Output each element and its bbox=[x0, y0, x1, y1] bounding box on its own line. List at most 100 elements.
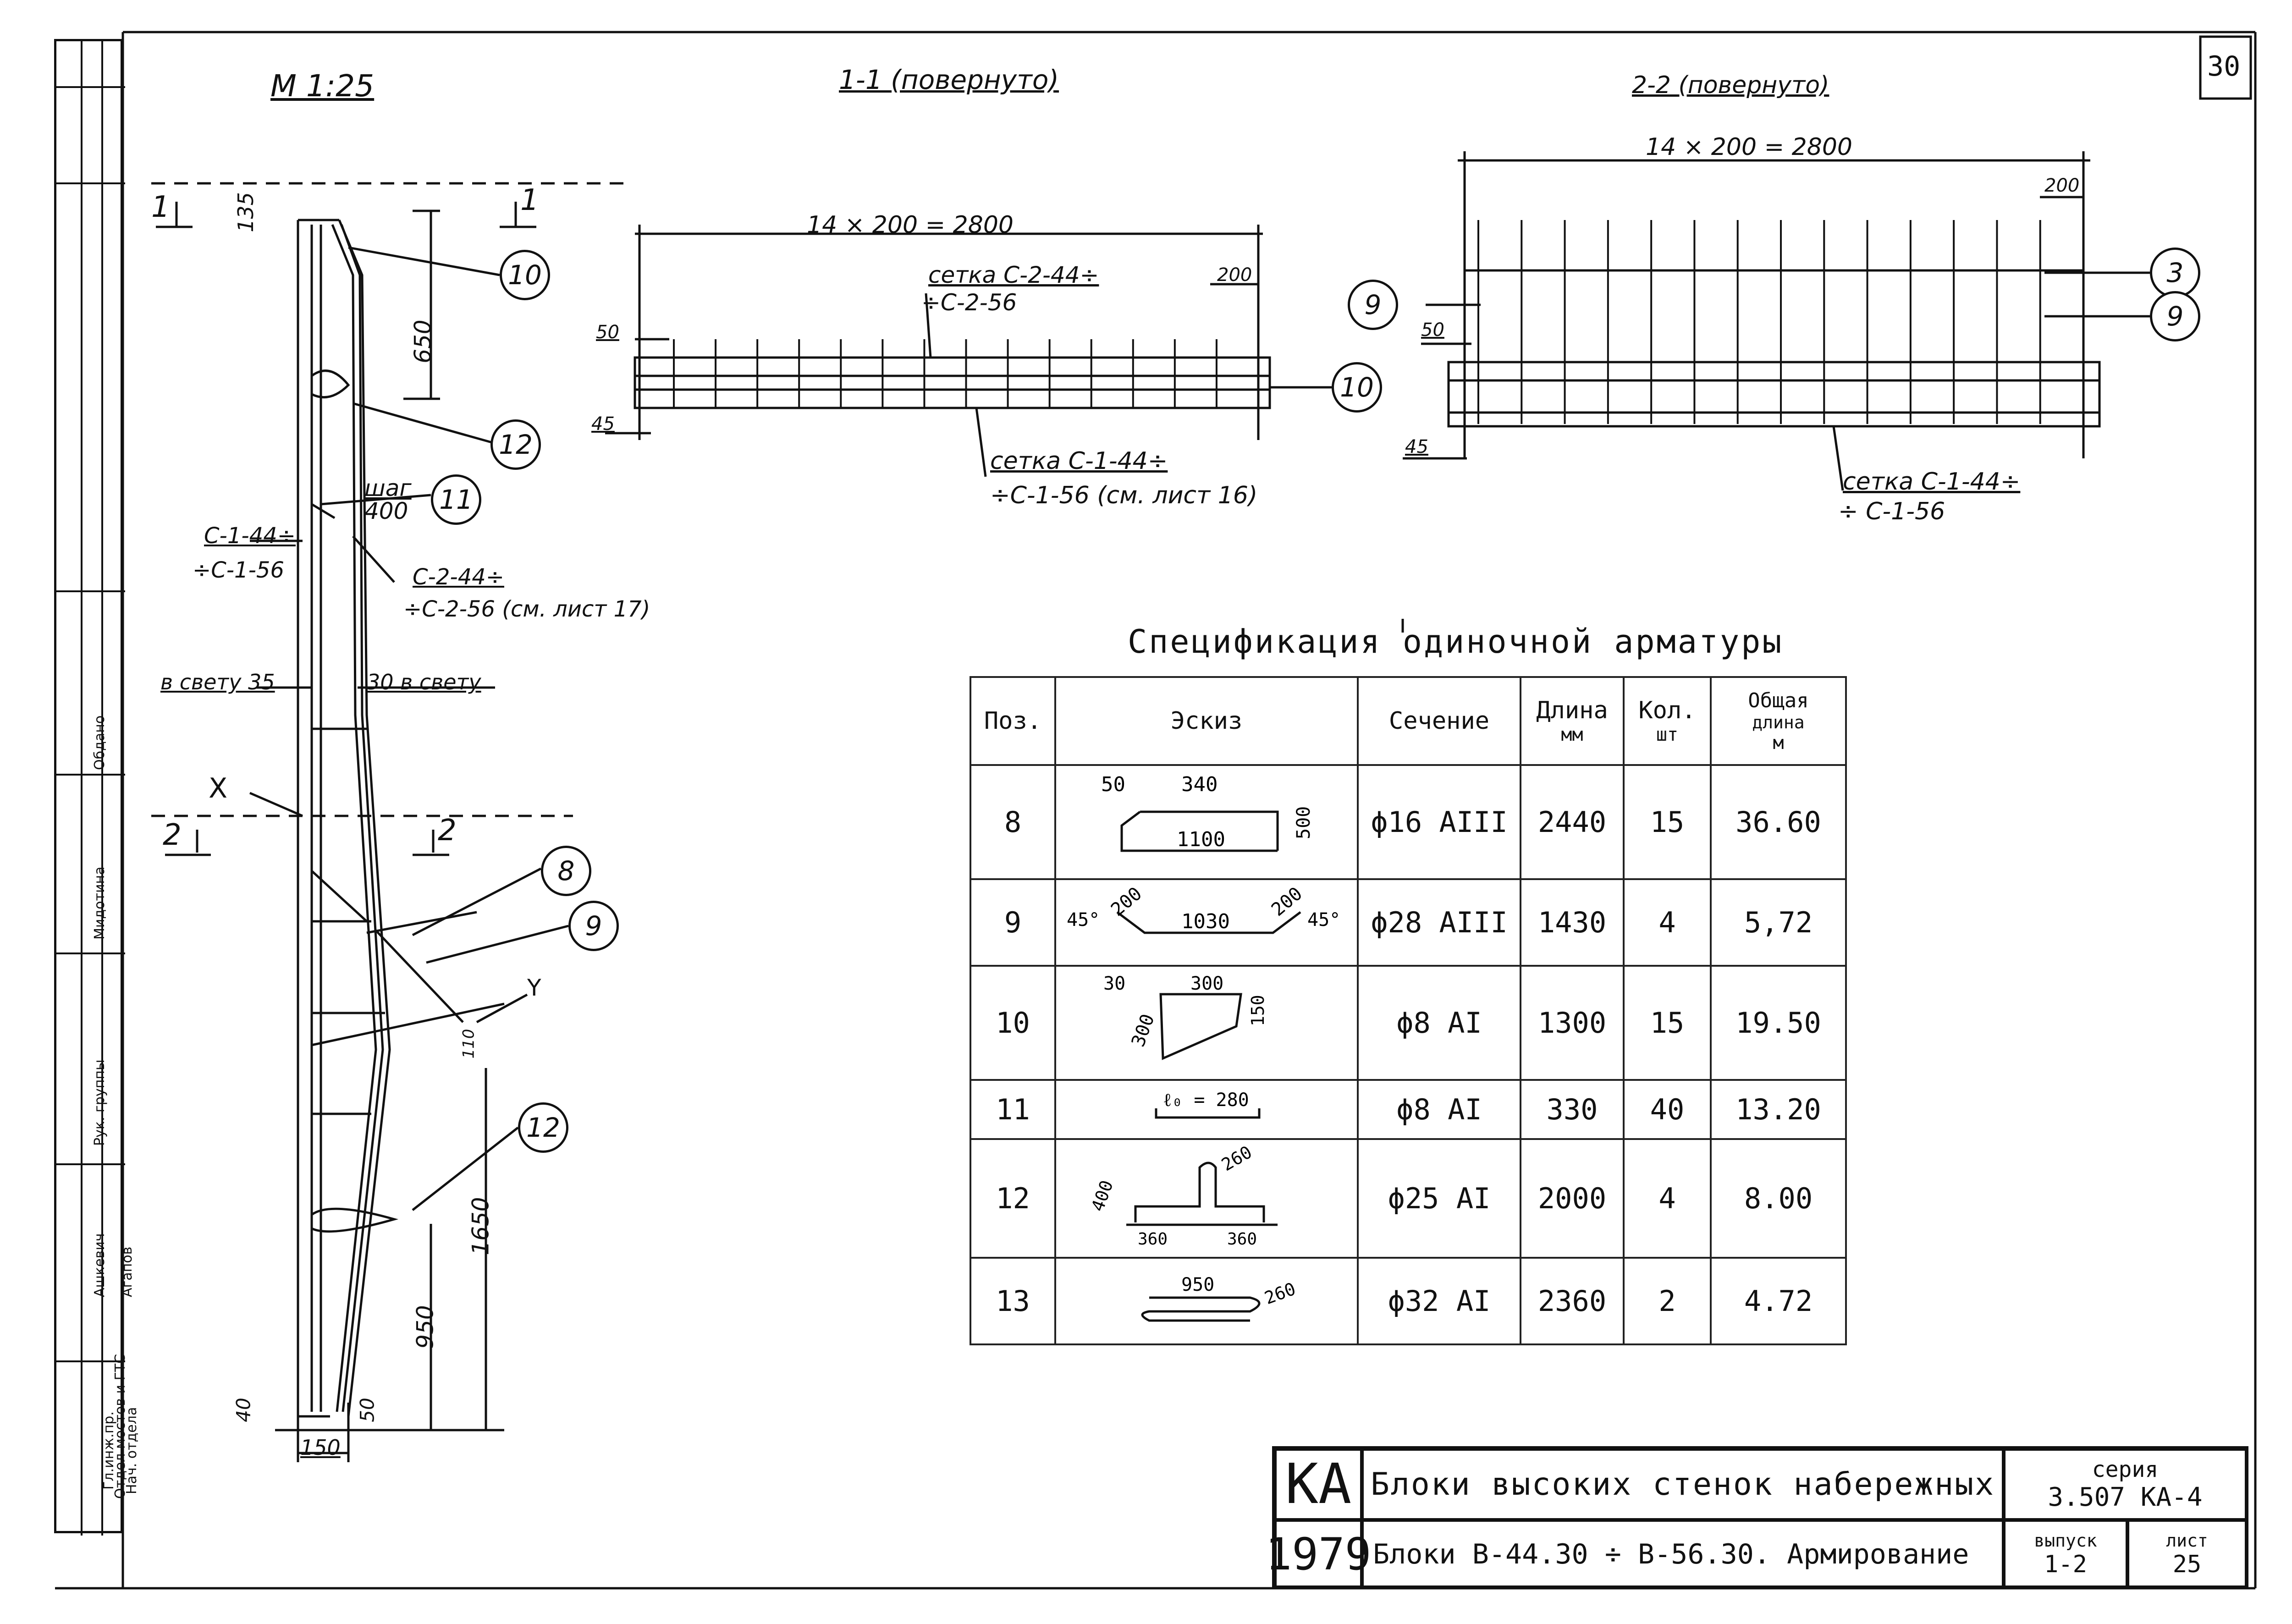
sheet-label: лист bbox=[2166, 1530, 2208, 1551]
clear-right: 30 в свету bbox=[367, 670, 481, 694]
spec-length: 1300 bbox=[1520, 965, 1625, 1081]
spec-section: ϕ8 АI bbox=[1357, 1079, 1521, 1140]
spec-length: 1430 bbox=[1520, 878, 1625, 967]
section-2-2-mesh-bottom-line2: ÷ С-1-56 bbox=[1838, 498, 1945, 525]
title-block-subtitle: Блоки В-44.30 ÷ В-56.30. Армирование bbox=[1362, 1520, 2004, 1589]
table-row: 10 30 300 300 150 ϕ8 АI 1300 15 19.50 bbox=[970, 965, 1847, 1081]
left-strip-item-3: Ашкевич bbox=[92, 1233, 108, 1297]
spec-header-section: Сечение bbox=[1357, 676, 1521, 766]
spec-header-total: Общая длина м bbox=[1710, 676, 1847, 766]
sketch-bar-8: 50 340 1100 500 bbox=[1101, 773, 1314, 852]
spec-qty: 2 bbox=[1623, 1257, 1712, 1345]
section-1-1-mesh-top-line2: ÷С-2-56 bbox=[921, 289, 1017, 316]
sketch-8-d: 500 bbox=[1293, 806, 1314, 839]
sheet-number: 30 bbox=[2207, 50, 2241, 83]
sketch-13-a: 950 bbox=[1181, 1274, 1214, 1295]
callout-sec22-9-left: 9 bbox=[1348, 280, 1398, 330]
spec-table: Поз. Эскиз Сечение Длина мм Кол. шт Обща… bbox=[970, 676, 1847, 1345]
spec-section: ϕ32 АI bbox=[1357, 1257, 1521, 1345]
spec-header-length-2: мм bbox=[1561, 724, 1583, 745]
spec-qty: 4 bbox=[1623, 878, 1712, 967]
spec-header-row: Поз. Эскиз Сечение Длина мм Кол. шт Обща… bbox=[970, 676, 1847, 766]
callout-elev-9: 9 bbox=[568, 901, 619, 951]
spec-sketch: ℓ₀ = 280 bbox=[1054, 1079, 1359, 1140]
dim-height-650: 650 bbox=[409, 319, 436, 363]
scale-label: М 1:25 bbox=[270, 68, 375, 104]
spec-section: ϕ16 АIII bbox=[1357, 764, 1521, 880]
sketch-9-a: 45° bbox=[1067, 909, 1100, 930]
sketch-13-b: 260 bbox=[1262, 1278, 1299, 1308]
spec-total: 5,72 bbox=[1710, 878, 1847, 967]
callout-elev-11: 11 bbox=[431, 474, 481, 525]
spec-header-qty-1: Кол. bbox=[1638, 697, 1696, 724]
section-2-2-end-dim: 200 bbox=[2044, 175, 2080, 196]
left-strip-item-4: Рук. группы bbox=[92, 1059, 108, 1146]
sketch-bar-13: 950 260 bbox=[1141, 1274, 1299, 1322]
series-value: 3.507 КА-4 bbox=[2048, 1482, 2203, 1512]
callout-sec11-10: 10 bbox=[1332, 362, 1382, 413]
sketch-10-c: 300 bbox=[1128, 1011, 1159, 1050]
mesh-c2-line1: С-2-44÷ bbox=[413, 564, 504, 590]
table-row: 8 50 340 1100 500 ϕ16 АIII 2440 bbox=[970, 764, 1847, 880]
elevation-view bbox=[151, 182, 633, 1462]
section-2-2-left-50: 50 bbox=[1421, 319, 1444, 341]
dim-step-label: шаг bbox=[364, 475, 412, 501]
section-1-1-mesh-bottom-line2: ÷С-1-56 (см. лист 16) bbox=[990, 482, 1258, 509]
callout-sec22-3: 3 bbox=[2150, 248, 2200, 298]
sketch-bar-10: 30 300 300 150 bbox=[1103, 973, 1268, 1060]
section-marker-1-right: 1 bbox=[520, 183, 539, 217]
spec-pos: 8 bbox=[970, 764, 1056, 880]
left-strip-item-7: Обдано bbox=[92, 715, 108, 770]
sketch-8-a: 50 bbox=[1101, 773, 1125, 796]
title-block-sheet: лист 25 bbox=[2127, 1520, 2247, 1589]
spec-pos: 11 bbox=[970, 1079, 1056, 1140]
spec-section: ϕ25 АI bbox=[1357, 1138, 1521, 1259]
sketch-10-b: 300 bbox=[1190, 973, 1223, 994]
title-block: КА 1979 Блоки высоких стенок набережных … bbox=[1265, 1446, 2248, 1589]
spec-length: 2000 bbox=[1520, 1138, 1625, 1259]
spec-total: 19.50 bbox=[1710, 965, 1847, 1081]
title-block-series: серия 3.507 КА-4 bbox=[2004, 1449, 2247, 1520]
dim-height-1650: 1650 bbox=[467, 1197, 494, 1255]
spec-qty: 4 bbox=[1623, 1138, 1712, 1259]
spec-sketch: 30 300 300 150 bbox=[1054, 965, 1359, 1081]
issue-value: 1-2 bbox=[2044, 1551, 2087, 1578]
section-1-1-span: 14 × 200 = 2800 bbox=[807, 211, 1014, 239]
sketch-12-c: 360 bbox=[1138, 1230, 1168, 1249]
spec-sketch: 45° 200 1030 200 45° bbox=[1054, 878, 1359, 967]
callout-elev-12-top: 12 bbox=[490, 419, 541, 470]
table-row: 12 400 260 360 360 ϕ25 АI 2000 4 bbox=[970, 1138, 1847, 1259]
spec-sketch: 50 340 1100 500 bbox=[1054, 764, 1359, 880]
sketch-12-b: 260 bbox=[1218, 1142, 1255, 1175]
dim-offset-110: 110 bbox=[459, 1029, 478, 1059]
spec-pos: 12 bbox=[970, 1138, 1056, 1259]
spec-section: ϕ28 АIII bbox=[1357, 878, 1521, 967]
spec-header-pos: Поз. bbox=[970, 676, 1056, 766]
title-block-title: Блоки высоких стенок набережных bbox=[1362, 1449, 2004, 1520]
section-marker-2-right: 2 bbox=[438, 814, 457, 848]
spec-qty: 40 bbox=[1623, 1079, 1712, 1140]
left-signature-strip: Гл.инж.пр. Отдел мостов и ГТС Нач. отдел… bbox=[54, 39, 140, 1536]
sketch-9-e: 45° bbox=[1307, 909, 1340, 930]
series-label: серия bbox=[2092, 1457, 2159, 1482]
section-marker-1-left: 1 bbox=[151, 190, 170, 224]
section-2-2-left-45: 45 bbox=[1405, 436, 1428, 457]
spec-length: 2360 bbox=[1520, 1257, 1625, 1345]
section-1-1 bbox=[605, 225, 1332, 477]
table-row: 13 950 260 ϕ32 АI 2360 2 4.72 bbox=[970, 1257, 1847, 1345]
title-block-code: КА bbox=[1275, 1449, 1362, 1520]
sketch-9-d: 200 bbox=[1267, 883, 1306, 920]
sketch-bar-12: 400 260 360 360 bbox=[1087, 1142, 1278, 1249]
section-marker-2-left: 2 bbox=[163, 818, 182, 852]
sketch-11-a: ℓ₀ = 280 bbox=[1163, 1090, 1249, 1111]
dim-bottom-right: 50 bbox=[356, 1398, 379, 1422]
spec-total: 36.60 bbox=[1710, 764, 1847, 880]
sketch-12-d: 360 bbox=[1227, 1230, 1257, 1249]
spec-header-sketch: Эскиз bbox=[1054, 676, 1359, 766]
section-2-2 bbox=[1403, 151, 2150, 491]
spec-header-length-1: Длина bbox=[1536, 697, 1608, 724]
spec-sketch: 950 260 bbox=[1054, 1257, 1359, 1345]
spec-pos: 13 bbox=[970, 1257, 1056, 1345]
spec-total: 8.00 bbox=[1710, 1138, 1847, 1259]
